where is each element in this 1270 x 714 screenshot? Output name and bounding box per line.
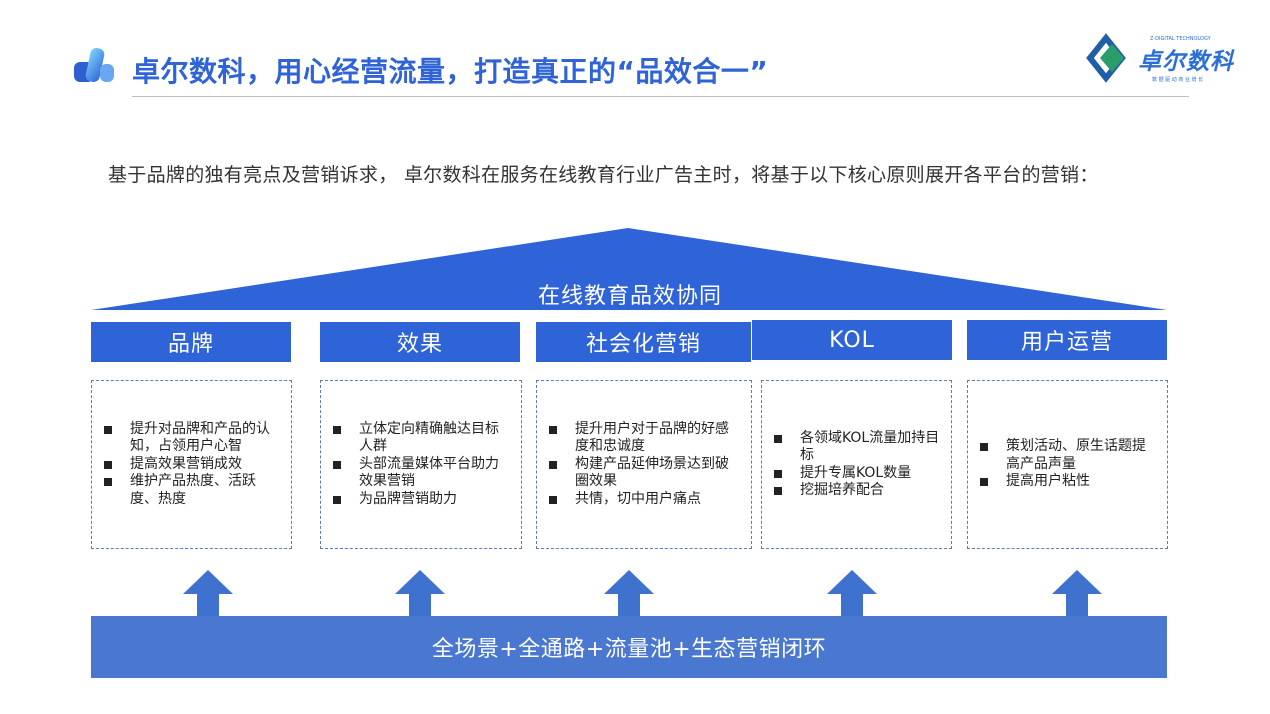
list-item: 提升对品牌和产品的认知，占领用户心智 (102, 421, 281, 456)
page-title: 卓尔数科，用心经营流量，打造真正的“品效合一” (132, 55, 769, 88)
list-item: 立体定向精确触达目标人群 (331, 421, 511, 456)
list-item: 头部流量媒体平台助力效果营销 (331, 456, 511, 491)
zhuoer-logo-icon: Z-DIGITAL TECHNOLOGY 数 据 驱 动 商 业 增 长 (1086, 33, 1212, 83)
up-arrow-icon (183, 570, 233, 616)
pillar-title-effect: 效果 (320, 322, 520, 362)
list-item: 提升用户对于品牌的好感度和忠诚度 (547, 421, 741, 456)
list-item: 挖掘培养配合 (772, 482, 941, 500)
list-item: 各领域KOL流量加持目标 (772, 430, 941, 465)
up-arrow-icon (395, 570, 445, 616)
brand-icon (74, 48, 114, 82)
up-arrow-icon (604, 570, 654, 616)
pillar-title-social: 社会化营销 (536, 322, 751, 362)
pillar-card-kol: 各领域KOL流量加持目标 提升专属KOL数量 挖掘培养配合 (761, 380, 952, 549)
pillar-title-user-ops: 用户运营 (967, 320, 1167, 360)
list-item: 共情，切中用户痛点 (547, 491, 741, 509)
base-foundation: 全场景+全通路+流量池+生态营销闭环 (91, 616, 1167, 678)
svg-text:Z-DIGITAL TECHNOLOGY: Z-DIGITAL TECHNOLOGY (1150, 36, 1212, 42)
list-item: 策划活动、原生话题提高产品声量 (978, 438, 1157, 473)
intro-text: 基于品牌的独有亮点及营销诉求， 卓尔数科在服务在线教育行业广告主时，将基于以下核… (108, 164, 1099, 186)
header-divider (132, 96, 1189, 97)
logo-text: 卓尔数科 (1138, 49, 1234, 75)
pillar-card-effect: 立体定向精确触达目标人群 头部流量媒体平台助力效果营销 为品牌营销助力 (320, 380, 522, 549)
list-item: 为品牌营销助力 (331, 491, 511, 509)
pillar-title-kol: KOL (752, 320, 952, 360)
up-arrow-icon (1052, 570, 1102, 616)
pillar-card-brand: 提升对品牌和产品的认知，占领用户心智 提高效果营销成效 维护产品热度、活跃度、热… (91, 380, 292, 549)
pillar-card-user-ops: 策划活动、原生话题提高产品声量 提高用户粘性 (967, 380, 1168, 549)
list-item: 提高用户粘性 (978, 473, 1157, 491)
list-item: 构建产品延伸场景达到破圈效果 (547, 456, 741, 491)
list-item: 提升专属KOL数量 (772, 465, 941, 483)
up-arrow-icon (827, 570, 877, 616)
pillar-title-brand: 品牌 (91, 322, 291, 362)
list-item: 维护产品热度、活跃度、热度 (102, 473, 281, 508)
pillar-card-social: 提升用户对于品牌的好感度和忠诚度 构建产品延伸场景达到破圈效果 共情，切中用户痛… (536, 380, 752, 549)
base-label: 全场景+全通路+流量池+生态营销闭环 (431, 637, 827, 662)
list-item: 提高效果营销成效 (102, 456, 281, 474)
roof-label: 在线教育品效协同 (537, 284, 722, 309)
svg-text:数 据 驱 动 商 业 增 长: 数 据 驱 动 商 业 增 长 (1152, 76, 1203, 83)
